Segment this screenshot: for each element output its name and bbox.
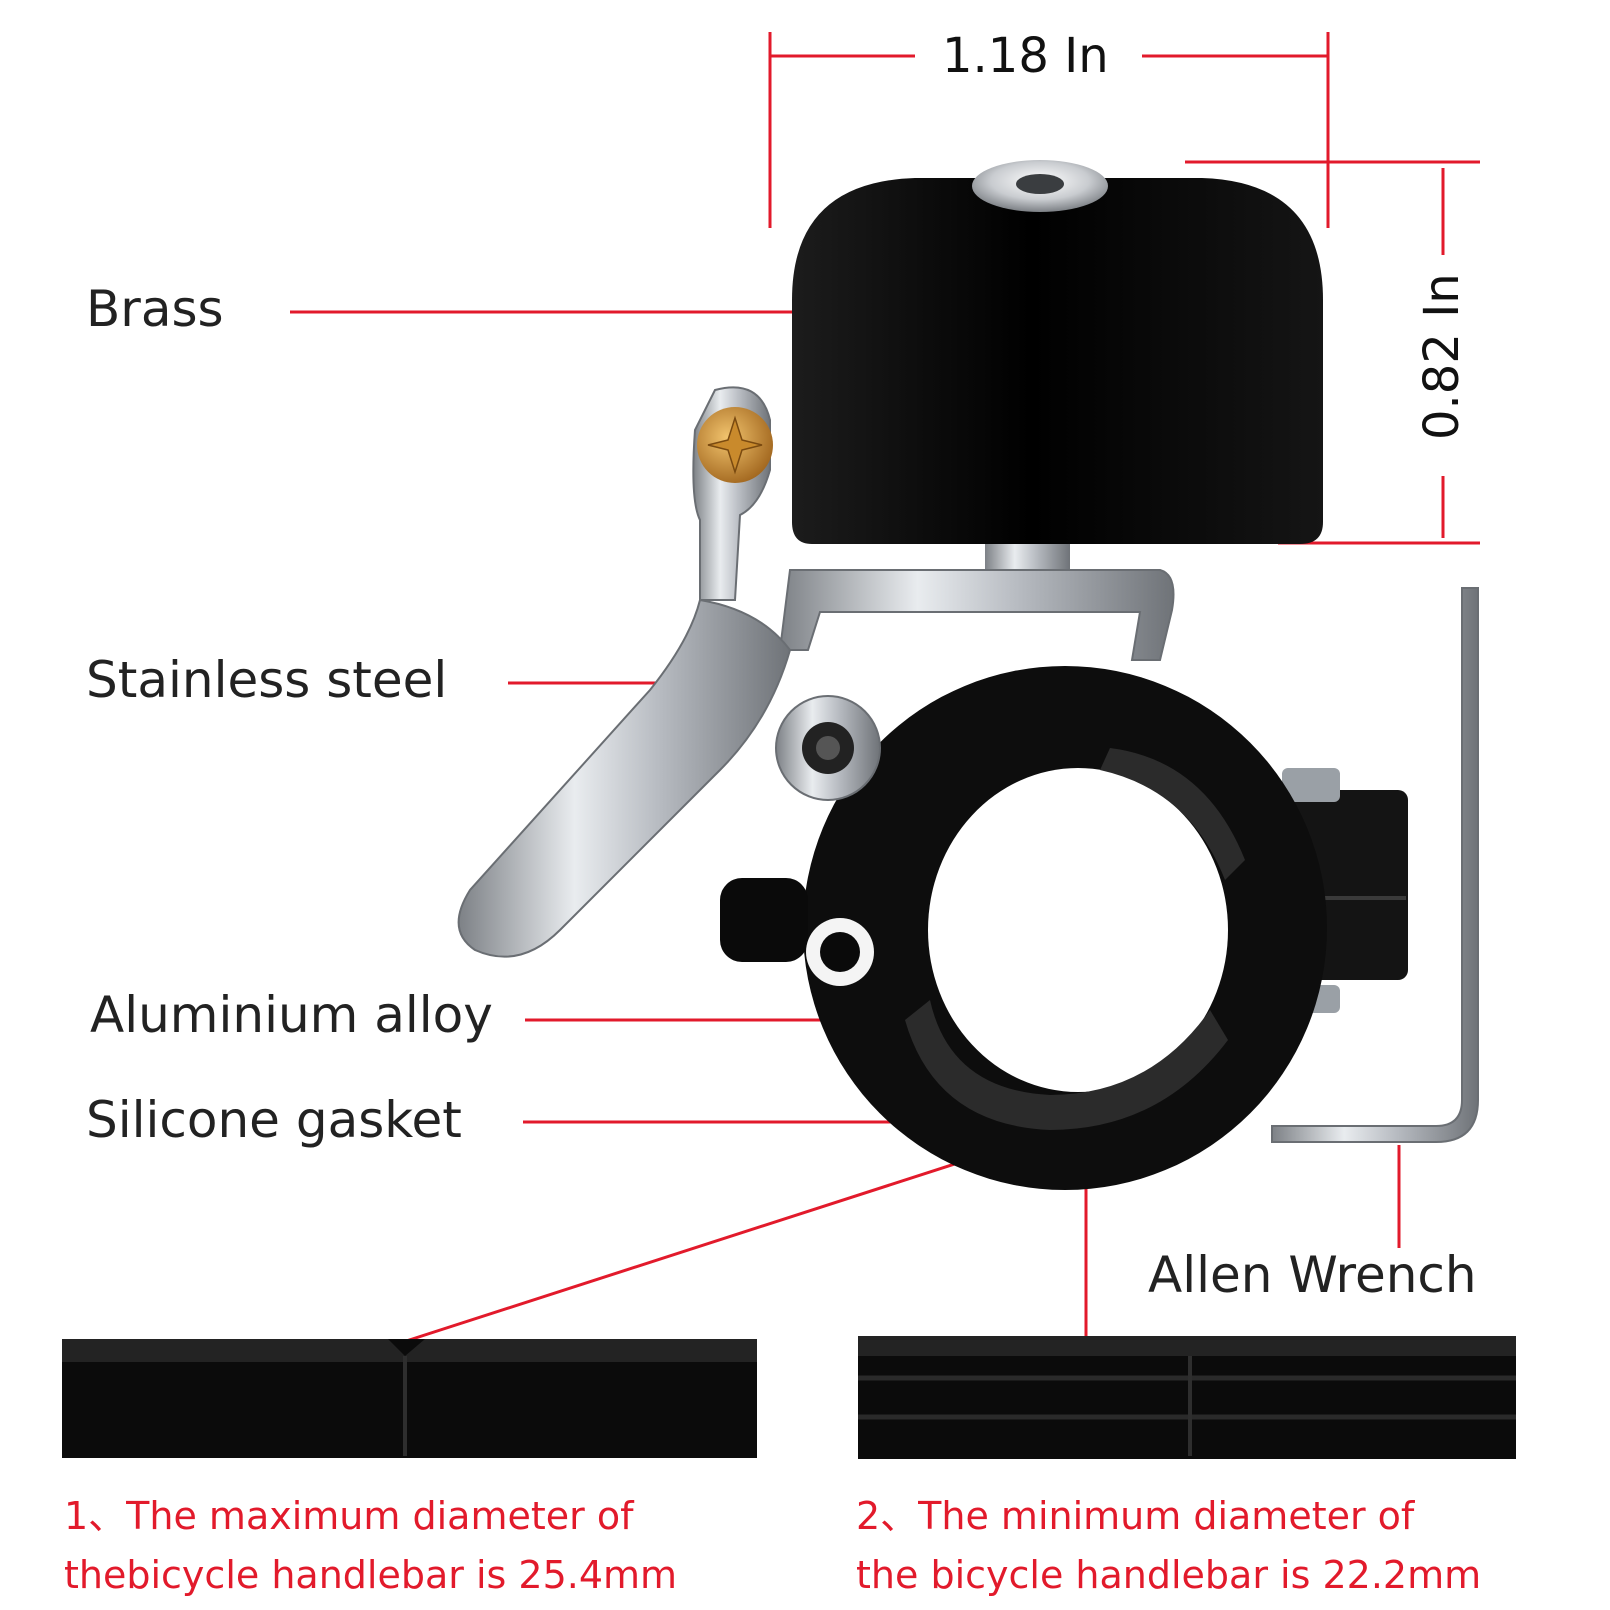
callout-silicone-gasket: Silicone gasket bbox=[86, 1091, 462, 1149]
width-dimension bbox=[768, 32, 1330, 228]
allen-wrench-icon bbox=[1271, 587, 1479, 1143]
gasket-max-icon bbox=[62, 1339, 757, 1458]
note-max-line2: thebicycle handlebar is 25.4mm bbox=[64, 1552, 678, 1597]
bell-dome-icon bbox=[792, 160, 1323, 578]
note-max-diameter: 1、The maximum diameter of thebicycle han… bbox=[64, 1487, 677, 1605]
note-min-line1: 2、The minimum diameter of bbox=[856, 1494, 1415, 1538]
callout-aluminium-alloy: Aluminium alloy bbox=[90, 986, 493, 1044]
width-dimension-label: 1.18 In bbox=[942, 28, 1109, 84]
note-max-line1: 1、The maximum diameter of bbox=[64, 1494, 634, 1538]
height-dimension-label: 0.82 In bbox=[1414, 273, 1470, 440]
callout-lines bbox=[290, 310, 1401, 1345]
max-diameter-leader bbox=[399, 1128, 1061, 1345]
height-dimension bbox=[1185, 160, 1480, 545]
callout-allen-wrench: Allen Wrench bbox=[1148, 1246, 1477, 1304]
striker-lever-icon bbox=[457, 386, 1175, 958]
callout-brass: Brass bbox=[86, 280, 224, 338]
clamp-ring-icon bbox=[720, 666, 1408, 1190]
note-min-line2: the bicycle handlebar is 22.2mm bbox=[856, 1552, 1482, 1597]
note-min-diameter: 2、The minimum diameter of the bicycle ha… bbox=[856, 1487, 1481, 1605]
callout-stainless-steel: Stainless steel bbox=[86, 651, 448, 709]
gasket-min-icon bbox=[858, 1336, 1516, 1459]
